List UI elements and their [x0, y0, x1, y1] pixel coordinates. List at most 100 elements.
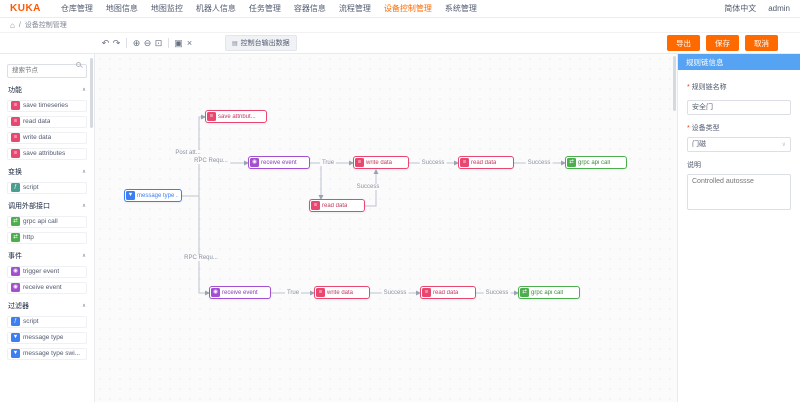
node-palette-sidebar: 功能∧ ≡ save timeseries ≡ read data ≡ writ… — [0, 54, 95, 402]
palette-section-actions[interactable]: 功能∧ — [8, 86, 86, 94]
description-textarea[interactable] — [687, 173, 791, 210]
palette-item-script[interactable]: ƒ script — [7, 181, 87, 194]
flow-node-read-data-middle[interactable]: ≡ read data — [309, 199, 365, 212]
script-icon: ƒ — [11, 317, 20, 326]
fit-view-icon[interactable]: ⊡ — [154, 37, 163, 48]
flow-node-grpc-api-call-bottom[interactable]: ⇄ grpc api call — [518, 286, 580, 299]
palette-item-read-data[interactable]: ≡ read data — [7, 115, 87, 128]
search-icon[interactable] — [76, 62, 81, 67]
cancel-button[interactable]: 取消 — [745, 35, 778, 51]
trigger-event-icon: ◉ — [11, 267, 20, 276]
flow-node-save-attributes[interactable]: ≡ save attribut... — [205, 110, 267, 123]
palette-item-save-attributes[interactable]: ≡ save attributes — [7, 147, 87, 160]
flow-node-grpc-api-call-top[interactable]: ⇄ grpc api call — [565, 156, 627, 169]
rule-chain-name-input[interactable] — [687, 99, 791, 115]
save-attributes-icon: ≡ — [207, 112, 216, 121]
read-data-icon: ≡ — [11, 117, 20, 126]
main-area: 功能∧ ≡ save timeseries ≡ read data ≡ writ… — [0, 54, 800, 402]
flow-node-message-type[interactable]: ▼ message type ... — [124, 189, 182, 202]
nav-item-map-monitor[interactable]: 地图监控 — [150, 4, 183, 13]
read-data-icon: ≡ — [422, 288, 431, 297]
edge-label: Success — [483, 290, 511, 296]
save-button[interactable]: 保存 — [706, 35, 739, 51]
nav-item-map-info[interactable]: 地图信息 — [105, 4, 138, 13]
user-menu[interactable]: admin — [768, 4, 790, 13]
palette-item-message-type-switch[interactable]: ▼ message type swi... — [7, 347, 87, 360]
grpc-icon: ⇄ — [567, 158, 576, 167]
zoom-in-icon[interactable]: ⊕ — [132, 37, 141, 48]
zoom-out-icon[interactable]: ⊖ — [143, 37, 152, 48]
debug-output-button[interactable]: ▤ 控制台输出数据 — [225, 35, 297, 51]
rule-chain-panel: 规则链信息 规则链名称 设备类型 门磁 ∨ 说明 — [677, 54, 800, 402]
search-input[interactable] — [7, 63, 87, 78]
edge-label: Success — [525, 160, 553, 166]
flow-edge[interactable] — [365, 169, 379, 207]
edge-label: RPC Requ... — [192, 158, 230, 164]
device-type-select[interactable]: 门磁 ∨ — [687, 136, 791, 152]
debug-icon: ▤ — [232, 40, 238, 47]
flow-node-write-data-bottom[interactable]: ≡ write data — [314, 286, 370, 299]
palette-item-save-timeseries[interactable]: ≡ save timeseries — [7, 99, 87, 112]
edge-label: Success — [381, 290, 409, 296]
panel-title: 规则链信息 — [678, 54, 800, 70]
palette-item-trigger-event[interactable]: ◉ trigger event — [7, 265, 87, 278]
save-timeseries-icon: ≡ — [11, 101, 20, 110]
palette-item-filter-script[interactable]: ƒ script — [7, 315, 87, 328]
nav-item-process[interactable]: 流程管理 — [338, 4, 371, 13]
sidebar-scrollbar[interactable] — [90, 58, 93, 128]
palette-item-grpc-api-call[interactable]: ⇄ grpc api call — [7, 215, 87, 228]
flow-edge[interactable] — [310, 162, 324, 200]
flow-node-write-data-top[interactable]: ≡ write data — [353, 156, 409, 169]
toolbar-divider — [168, 38, 169, 48]
read-data-icon: ≡ — [311, 201, 320, 210]
write-data-icon: ≡ — [316, 288, 325, 297]
redo-icon[interactable]: ↷ — [112, 37, 121, 48]
nav-item-task[interactable]: 任务管理 — [248, 4, 281, 13]
flow-node-read-data-bottom[interactable]: ≡ read data — [420, 286, 476, 299]
receive-event-icon: ◉ — [11, 283, 20, 292]
save-attributes-icon: ≡ — [11, 149, 20, 158]
palette-section-external[interactable]: 调用外部接口∧ — [8, 202, 86, 210]
palette-item-write-data[interactable]: ≡ write data — [7, 131, 87, 144]
http-icon: ⇄ — [11, 233, 20, 242]
nav-item-system[interactable]: 系统管理 — [444, 4, 477, 13]
script-icon: ƒ — [11, 183, 20, 192]
flow-canvas[interactable]: Post att... RPC Requ... True Success Suc… — [95, 54, 677, 402]
language-switcher[interactable]: 简体中文 — [724, 4, 757, 13]
palette-section-transform[interactable]: 变换∧ — [8, 168, 86, 176]
editor-toolbar: ↶ ↷ ⊕ ⊖ ⊡ ▣ × ▤ 控制台输出数据 导出 保存 取消 — [0, 33, 800, 54]
nav-item-warehouse[interactable]: 仓库管理 — [60, 4, 93, 13]
collapse-icon: ∧ — [81, 252, 86, 259]
filter-icon: ▼ — [11, 333, 20, 342]
collapse-icon: ∧ — [81, 86, 86, 93]
undo-icon[interactable]: ↶ — [101, 37, 110, 48]
filter-icon: ▼ — [11, 349, 20, 358]
palette-item-receive-event[interactable]: ◉ receive event — [7, 281, 87, 294]
export-button[interactable]: 导出 — [667, 35, 700, 51]
flow-node-receive-event-top[interactable]: ◉ receive event — [248, 156, 310, 169]
palette-item-message-type[interactable]: ▼ message type — [7, 331, 87, 344]
breadcrumb-separator: / — [18, 21, 21, 29]
canvas-scrollbar[interactable] — [673, 56, 676, 111]
palette-section-events[interactable]: 事件∧ — [8, 252, 86, 260]
flow-edge[interactable] — [198, 160, 249, 196]
nav-item-device-control[interactable]: 设备控制管理 — [383, 4, 432, 13]
flow-node-read-data-top[interactable]: ≡ read data — [458, 156, 514, 169]
delete-icon[interactable]: × — [186, 37, 193, 48]
nav-item-container[interactable]: 容器信息 — [293, 4, 326, 13]
receive-event-icon: ◉ — [211, 288, 220, 297]
flow-edge[interactable] — [198, 114, 206, 196]
write-data-icon: ≡ — [11, 133, 20, 142]
edge-label: RPC Requ... — [182, 255, 220, 261]
copy-icon[interactable]: ▣ — [174, 37, 183, 48]
flow-node-receive-event-bottom[interactable]: ◉ receive event — [209, 286, 271, 299]
palette-section-filters[interactable]: 过滤器∧ — [8, 302, 86, 310]
collapse-icon: ∧ — [81, 202, 86, 209]
nav-item-robot-info[interactable]: 机器人信息 — [195, 4, 236, 13]
flow-edge[interactable] — [198, 196, 210, 296]
home-icon[interactable]: ⌂ — [10, 20, 15, 30]
grpc-icon: ⇄ — [11, 217, 20, 226]
palette-item-http[interactable]: ⇄ http — [7, 231, 87, 244]
filter-icon: ▼ — [126, 191, 135, 200]
